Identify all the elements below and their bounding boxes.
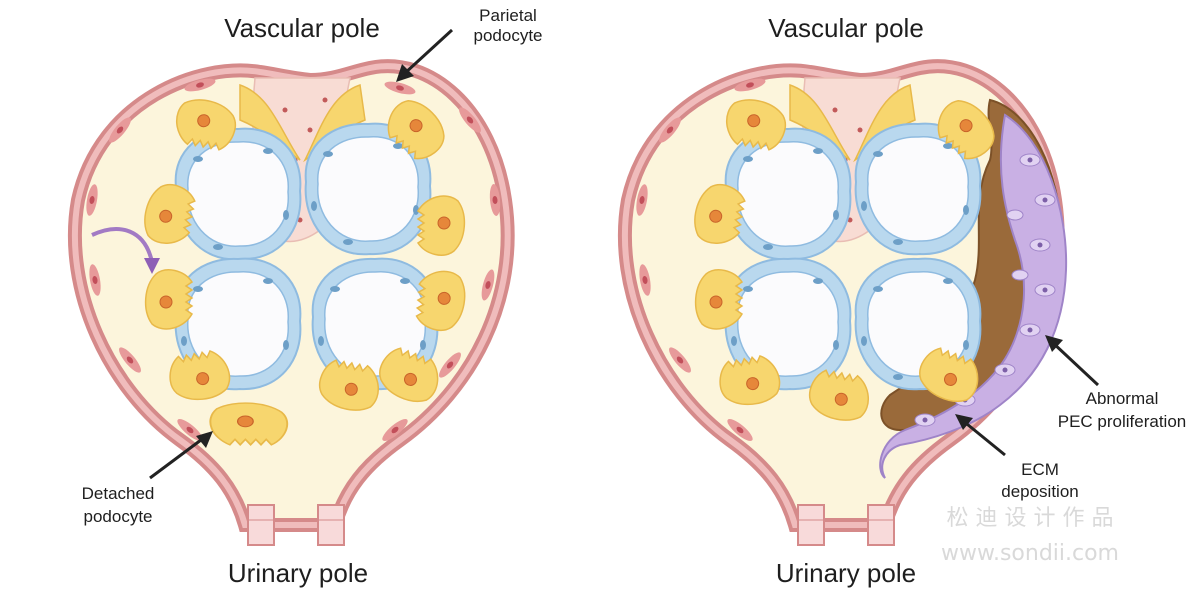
right-vascular-pole-label: Vascular pole: [768, 13, 924, 43]
pec-proliferation: [879, 113, 1068, 479]
parietal-podocyte-label-line2: podocyte: [474, 26, 543, 45]
parietal-podocyte-arrow: [396, 28, 454, 82]
left-vascular-pole-label: Vascular pole: [224, 13, 380, 43]
ecm-deposition-label-line1: ECM: [1021, 460, 1059, 479]
watermark-chinese: 松 迪 设 计 作 品: [947, 506, 1114, 531]
detached-podocyte-arrow: [149, 431, 213, 480]
left-glomerulus: [67, 59, 515, 546]
right-glomerulus: [617, 59, 1068, 546]
abnormal-pec-label-line2: PEC proliferation: [1058, 412, 1187, 431]
left-urinary-pole-label: Urinary pole: [228, 558, 368, 588]
abnormal-pec-arrow: [1045, 335, 1100, 387]
ecm-deposition-label-line2: deposition: [1001, 482, 1079, 501]
abnormal-pec-label-line1: Abnormal: [1086, 389, 1159, 408]
ecm-deposition-arrow: [955, 414, 1006, 457]
right-urinary-pole-label: Urinary pole: [776, 558, 916, 588]
capillary-loop: [724, 127, 852, 261]
detached-podocyte-label-line1: Detached: [82, 484, 155, 503]
watermark-url: www.sondii.com: [941, 541, 1119, 566]
detachment-arrow: [91, 227, 154, 263]
detached-podocyte: [209, 402, 289, 446]
capillary-loop: [174, 127, 302, 261]
detached-podocyte-label-line2: podocyte: [84, 507, 153, 526]
parietal-podocyte-label-line1: Parietal: [479, 6, 537, 25]
